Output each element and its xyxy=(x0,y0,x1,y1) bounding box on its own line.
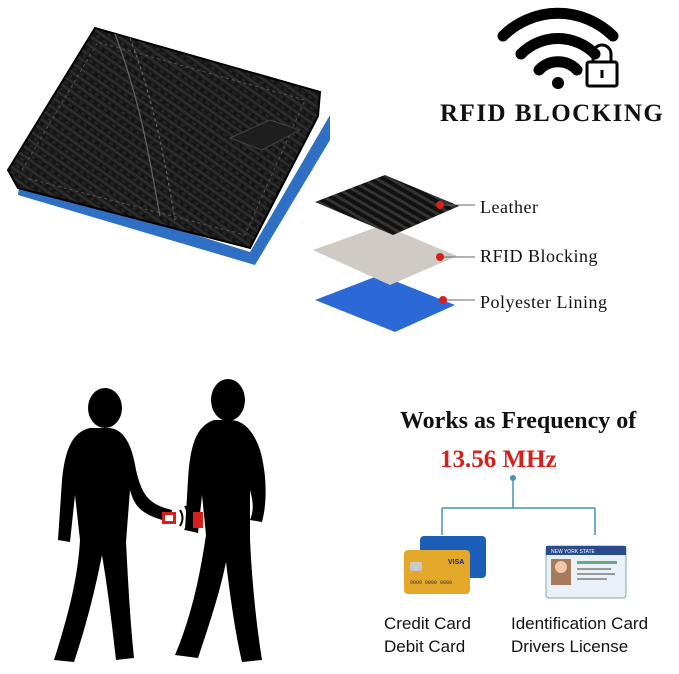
svg-text:0000 0000 0000: 0000 0000 0000 xyxy=(410,580,452,586)
credit-card-image: VISA 0000 0000 0000 xyxy=(404,536,486,594)
rfid-title: RFID BLOCKING xyxy=(440,100,665,127)
victim-silhouette xyxy=(175,379,266,662)
layer-label-lining: Polyester Lining xyxy=(480,292,608,312)
drivers-license-label: Drivers License xyxy=(511,637,629,656)
leather-layer xyxy=(315,175,459,235)
lock-icon xyxy=(585,43,619,88)
layers-diagram xyxy=(313,175,475,332)
wifi-lock-icon xyxy=(497,7,619,89)
wallet-image xyxy=(6,26,330,265)
layer-label-rfid: RFID Blocking xyxy=(480,246,599,266)
frequency-value: 13.56 MHz xyxy=(440,446,557,473)
id-card-text: NEW YORK STATE xyxy=(551,549,596,555)
lining-layer xyxy=(315,275,455,332)
credit-card-label: Credit Card xyxy=(384,614,471,633)
id-card-image: NEW YORK STATE xyxy=(545,545,627,599)
id-card-caption: Identification Card Drivers License xyxy=(511,612,648,658)
credit-card-caption: Credit Card Debit Card xyxy=(384,612,471,658)
layer-label-leather: Leather xyxy=(480,197,539,217)
silhouettes-image xyxy=(54,379,266,662)
lining-marker xyxy=(439,296,447,304)
rfid-marker xyxy=(436,253,444,261)
visa-text: VISA xyxy=(448,559,464,566)
frequency-line: Works as Frequency of xyxy=(400,408,637,434)
debit-card-label: Debit Card xyxy=(384,637,466,656)
leather-marker xyxy=(436,201,444,209)
pocket-card-icon xyxy=(193,512,203,528)
thief-silhouette xyxy=(54,388,172,662)
identification-card-label: Identification Card xyxy=(511,614,649,633)
connector-tree xyxy=(441,475,596,535)
rfid-layer xyxy=(313,225,457,285)
